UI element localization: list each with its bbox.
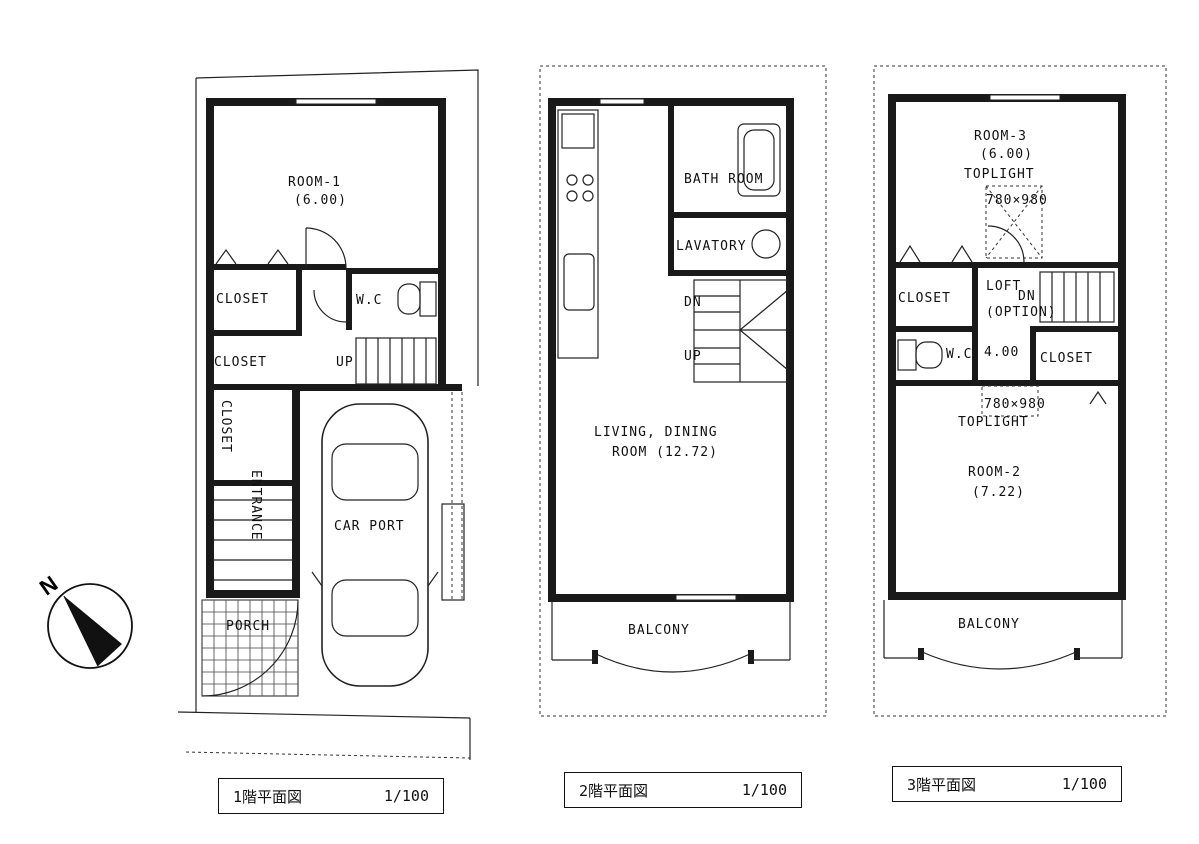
living-label-line1: LIVING, DINING [594, 425, 718, 440]
living-label-line2: ROOM (12.72) [612, 445, 718, 460]
toplight-a-label: TOPLIGHT [964, 167, 1035, 182]
loft-size: 4.00 [984, 345, 1019, 360]
compass-icon [47, 583, 133, 669]
room-3-size: (6.00) [980, 147, 1033, 162]
floor-2-plan [539, 65, 827, 717]
floor-3-caption-title: 3階平面図 [907, 775, 977, 794]
up-mark-2: UP [684, 349, 702, 364]
up-mark-1: UP [336, 355, 354, 370]
floor-1-plan [177, 69, 479, 760]
loft-label-line2: (OPTION) [986, 305, 1057, 320]
toplight-a-size: 780×980 [986, 193, 1048, 208]
wc-3-label: W.C [946, 347, 972, 362]
closet-3a-label: CLOSET [898, 291, 951, 306]
floor-1-caption: 1階平面図 1/100 [218, 778, 444, 814]
loft-label-line1: LOFT [986, 279, 1021, 294]
closet-a-label: CLOSET [216, 292, 269, 307]
closet-c-label: CLOSET [218, 400, 233, 453]
closet-b-label: CLOSET [214, 355, 267, 370]
compass-north-label: N [35, 571, 62, 601]
entrance-label: ENTRANCE [248, 470, 263, 541]
balcony-2-label: BALCONY [628, 623, 690, 638]
floor-1-stairs [355, 337, 437, 385]
balcony-3-label: BALCONY [958, 617, 1020, 632]
carport-label: CAR PORT [334, 519, 405, 534]
room-2-name: ROOM-2 [968, 465, 1021, 480]
floor-3-caption-scale: 1/100 [1061, 775, 1107, 793]
bath-label: BATH ROOM [684, 172, 763, 187]
dn-mark-2: DN [684, 295, 702, 310]
dn-mark-3: DN [1018, 289, 1036, 304]
lavatory-label: LAVATORY [676, 239, 747, 254]
floor-1-caption-scale: 1/100 [383, 787, 429, 805]
room-3-name: ROOM-3 [974, 129, 1027, 144]
room-1-size: (6.00) [294, 193, 347, 208]
balcony-2 [551, 602, 791, 673]
floor-2-caption: 2階平面図 1/100 [564, 772, 802, 808]
entrance-floor [214, 499, 292, 581]
room-1-name: ROOM-1 [288, 175, 341, 190]
porch-label: PORCH [226, 619, 270, 634]
floor-3-plan [873, 65, 1167, 717]
floor-3-caption: 3階平面図 1/100 [892, 766, 1122, 802]
wc-1-label: W.C [356, 293, 382, 308]
room-2-size: (7.22) [972, 485, 1025, 500]
closet-3b-label: CLOSET [1040, 351, 1093, 366]
balcony-3 [883, 600, 1123, 670]
porch-area [201, 599, 299, 697]
floor-2-caption-scale: 1/100 [741, 781, 787, 799]
floor-2-stairs [693, 279, 789, 383]
floor-2-caption-title: 2階平面図 [579, 781, 649, 800]
car-icon [311, 403, 439, 687]
floor-1-caption-title: 1階平面図 [233, 787, 303, 806]
toplight-b-label: TOPLIGHT [958, 415, 1029, 430]
floor-3-stairs [1039, 271, 1115, 323]
toplight-b-size: 780×980 [984, 397, 1046, 412]
